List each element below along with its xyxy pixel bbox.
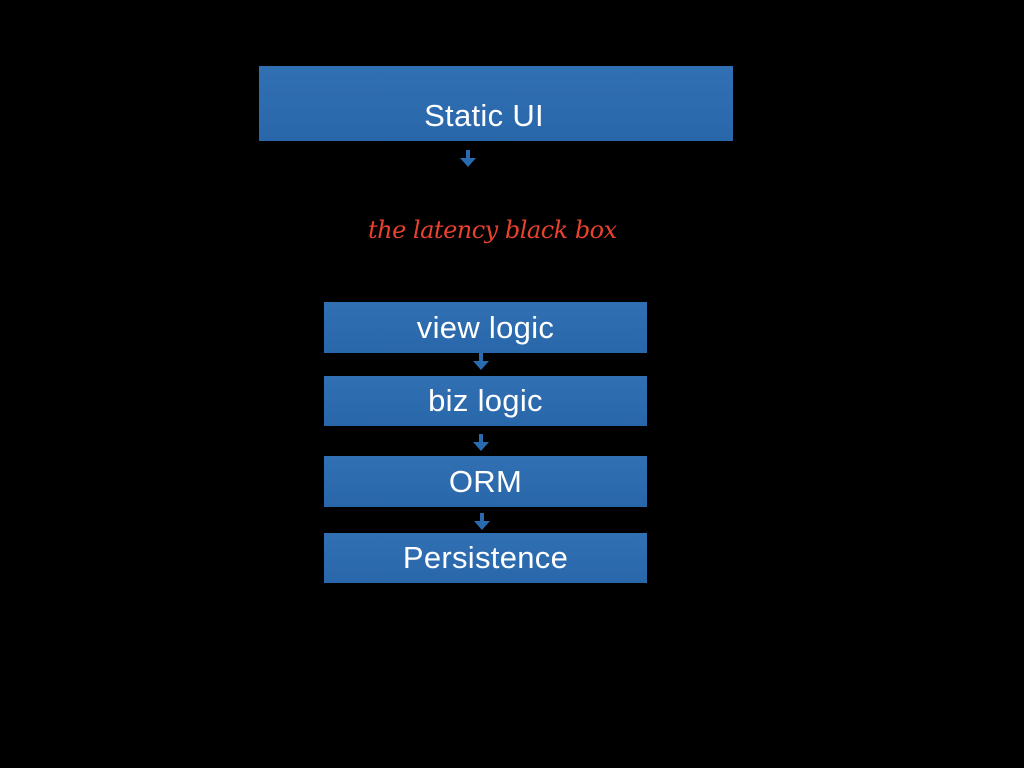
box-static-ui: Static UI [259, 66, 733, 141]
box-view-logic: view logic [324, 302, 647, 353]
box-biz-logic: biz logic [324, 376, 647, 426]
box-orm-label: ORM [448, 463, 523, 499]
box-view-logic-label: view logic [416, 309, 555, 345]
box-orm: ORM [324, 456, 647, 507]
box-persistence: Persistence [324, 533, 647, 583]
arrow-down-icon [459, 150, 477, 168]
box-persistence-label: Persistence [402, 540, 569, 575]
arrow-down-icon [473, 513, 491, 531]
box-static-ui-label: Static UI [424, 97, 544, 133]
box-biz-logic-label: biz logic [428, 383, 543, 418]
arrow-down-icon [472, 434, 490, 452]
arrow-down-icon [472, 353, 490, 371]
latency-annotation: the latency black box [368, 216, 617, 244]
